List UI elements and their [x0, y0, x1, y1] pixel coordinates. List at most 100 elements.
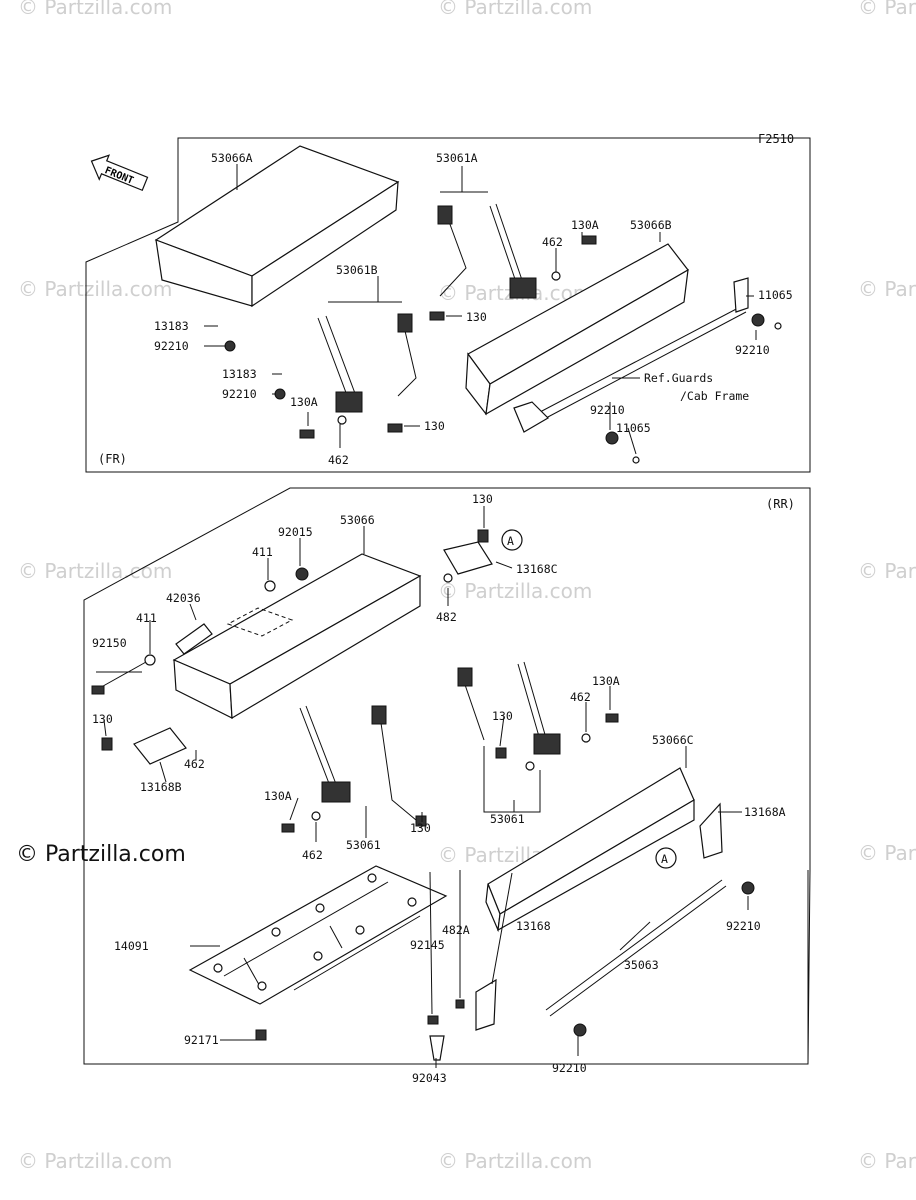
part-label: 92210 — [552, 1061, 587, 1075]
bolt-shaft — [95, 661, 147, 691]
spacer-sleeve — [175, 623, 213, 655]
bracket — [733, 277, 749, 313]
part-label: 53066C — [652, 733, 694, 747]
part-label: 92043 — [412, 1071, 447, 1085]
part-label: 130A — [571, 218, 599, 232]
part-label: 482A — [442, 923, 470, 937]
part-label: 13183 — [154, 319, 189, 333]
leader-lines-front — [204, 164, 757, 455]
bolt-icon — [281, 823, 295, 833]
washer-icon — [311, 811, 321, 821]
part-label: 92150 — [92, 636, 127, 650]
section-label-rear: (RR) — [766, 497, 795, 511]
seat-cushion-rear — [172, 553, 422, 720]
seat-back-front — [465, 243, 689, 416]
part-label: 411 — [136, 611, 157, 625]
part-label: 42036 — [166, 591, 201, 605]
part-label: 462 — [302, 848, 323, 862]
bracket-13168A — [699, 802, 723, 859]
bolt-icon — [605, 713, 619, 723]
part-label: 53066A — [211, 151, 253, 165]
part-label: 13168A — [744, 805, 786, 819]
part-label: 11065 — [616, 421, 651, 435]
nut-icon — [224, 340, 236, 352]
part-label: 130 — [472, 492, 493, 506]
part-label: 53061A — [436, 151, 478, 165]
seat-cushion-front — [154, 145, 400, 308]
part-label: 462 — [328, 453, 349, 467]
part-label: 411 — [252, 545, 273, 559]
bolt-icon — [299, 429, 315, 439]
section-label-front: (FR) — [98, 452, 127, 466]
nut-icon — [741, 881, 755, 895]
part-label: 53061 — [490, 812, 525, 826]
part-label: 35063 — [624, 958, 659, 972]
bolt-icon — [387, 423, 403, 433]
bolt-icon — [427, 1015, 439, 1025]
belt-buckle-strap — [461, 675, 485, 741]
part-label: 462 — [184, 757, 205, 771]
part-label: 92210 — [726, 919, 761, 933]
nut-icon — [573, 1023, 587, 1037]
front-section-frame — [85, 137, 811, 473]
bracket — [513, 401, 549, 433]
washer-icon — [581, 733, 591, 743]
bolt-icon — [101, 737, 113, 751]
seat-belt-53061A — [489, 203, 523, 283]
guard-rod-35063 — [545, 879, 727, 1017]
watermark: © Partzilla.com — [18, 0, 172, 19]
part-label: 53061B — [336, 263, 378, 277]
part-label: 130 — [92, 712, 113, 726]
watermark: © Partzilla.com — [438, 579, 592, 603]
front-arrow-icon: FRONT — [90, 154, 149, 192]
part-label: 482 — [436, 610, 457, 624]
leader-lines-rear — [96, 506, 749, 1068]
bracket-13168 — [475, 978, 497, 1031]
nut-icon — [455, 999, 465, 1009]
part-label: 53061 — [346, 838, 381, 852]
belt-retractor — [533, 733, 561, 755]
belt-retractor — [509, 277, 537, 299]
washer-icon — [144, 654, 156, 666]
belt-retractor — [335, 391, 363, 413]
bolt-icon — [495, 747, 507, 759]
screw-icon — [429, 1035, 445, 1061]
watermark-group: © Partzilla.com © Partzilla.com © Partzi… — [18, 0, 916, 1173]
belt-buckle — [437, 205, 453, 225]
part-label: 130A — [592, 674, 620, 688]
part-label: 92210 — [590, 403, 625, 417]
callout-a-icon: A — [501, 529, 523, 551]
watermark: © Partzilla.com — [858, 1149, 916, 1173]
bolt-icon — [415, 815, 427, 827]
part-label: 92171 — [184, 1033, 219, 1047]
bolt-icon — [429, 311, 445, 321]
part-label: 92210 — [154, 339, 189, 353]
part-label: 13168 — [516, 919, 551, 933]
reference-label: Ref.Guards — [644, 371, 713, 385]
bracket-13168B — [133, 727, 187, 765]
watermark-logo: © Partzilla.com — [16, 842, 186, 867]
part-label: 130 — [410, 821, 431, 835]
part-label: 92210 — [735, 343, 770, 357]
part-label: 92145 — [410, 938, 445, 952]
nut-icon — [274, 388, 286, 400]
belt-retractor — [321, 781, 351, 803]
washer-icon — [551, 271, 561, 281]
part-label: 92210 — [222, 387, 257, 401]
part-label: 13183 — [222, 367, 257, 381]
seat-belt-53061B — [317, 315, 357, 399]
seat-back-rear — [485, 767, 695, 933]
part-label: 130 — [492, 709, 513, 723]
callout-letter: A — [507, 534, 514, 548]
seat-belt-53061 — [299, 705, 337, 787]
watermark: © Partzilla.com — [18, 1149, 172, 1173]
bolt-icon — [477, 529, 489, 543]
callout-a-icon: A — [655, 847, 677, 869]
nut-icon — [295, 567, 309, 581]
washer-icon — [337, 415, 347, 425]
watermark: © Partzilla.com — [438, 0, 592, 19]
guard-bar-front — [539, 305, 747, 419]
part-label: 130 — [466, 310, 487, 324]
part-label: 130A — [264, 789, 292, 803]
